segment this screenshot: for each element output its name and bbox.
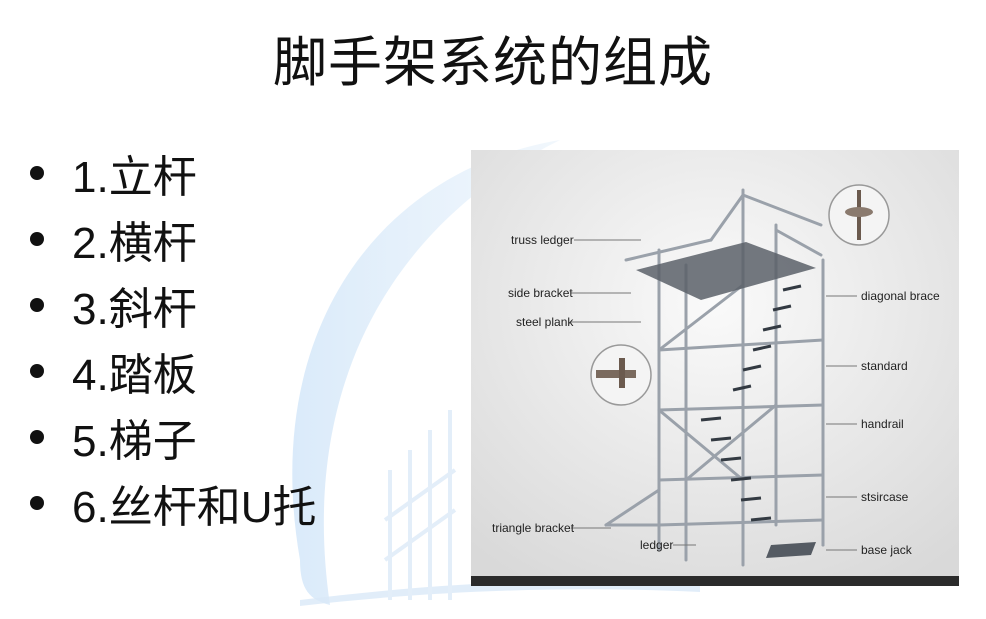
list-item: 6.丝杆和U托 [30, 470, 316, 536]
label-steel-plank: steel plank [516, 315, 574, 329]
list-item-text: 3.斜杆 [72, 285, 197, 334]
label-truss-ledger: truss ledger [511, 233, 574, 247]
label-standard: standard [861, 359, 908, 373]
list-item: 3.斜杆 [30, 272, 316, 338]
label-triangle-bracket: triangle bracket [492, 521, 575, 535]
bottom-plank [766, 542, 816, 558]
building-watermark [383, 410, 457, 600]
list-item: 1.立杆 [30, 140, 316, 206]
list-item-text: 1.立杆 [72, 153, 197, 202]
list-item: 2.横杆 [30, 206, 316, 272]
list-item-text: 5.梯子 [72, 417, 197, 466]
rosette-node-icon [845, 190, 873, 240]
diagram-footer-bar [471, 576, 959, 586]
component-list: 1.立杆 2.横杆 3.斜杆 4.踏板 5.梯子 6.丝杆和U托 [30, 140, 316, 536]
leader-lines [571, 239, 857, 551]
scaffold-tower [604, 188, 825, 567]
label-handrail: handrail [861, 417, 904, 431]
label-side-bracket: side bracket [508, 286, 573, 300]
label-stsircase: stsircase [861, 490, 909, 504]
list-item: 4.踏板 [30, 338, 316, 404]
slide-title: 脚手架系统的组成 [273, 31, 713, 94]
list-item-text: 6.丝杆和U托 [72, 483, 317, 532]
list-item-text: 2.横杆 [72, 219, 197, 268]
bullet-icon [30, 496, 44, 510]
bullet-icon [30, 166, 44, 180]
bullet-icon [30, 232, 44, 246]
label-base-jack: base jack [861, 543, 913, 557]
list-item-text: 4.踏板 [72, 351, 197, 400]
scaffold-diagram: truss ledger side bracket steel plank tr… [471, 150, 959, 586]
bullet-icon [30, 430, 44, 444]
bullet-icon [30, 298, 44, 312]
wedge-pin-icon [596, 358, 636, 388]
bullet-icon [30, 364, 44, 378]
steel-plank-deck [636, 242, 816, 300]
staircase [700, 284, 802, 522]
label-diagonal-brace: diagonal brace [861, 289, 940, 303]
label-ledger: ledger [640, 538, 673, 552]
list-item: 5.梯子 [30, 404, 316, 470]
